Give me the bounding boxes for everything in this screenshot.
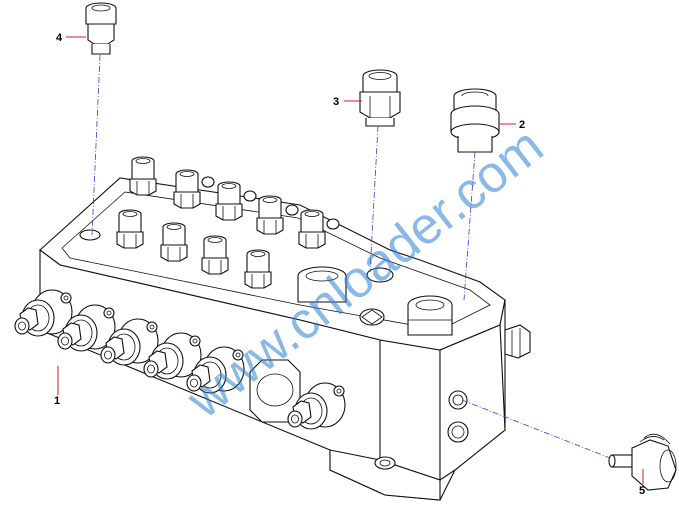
part-3-fitting <box>359 69 401 127</box>
callout-3: 3 <box>333 96 362 108</box>
callout-1: 1 <box>54 366 60 407</box>
callout-label-5: 5 <box>639 485 645 497</box>
top-fittings <box>116 156 453 336</box>
callout-label-1: 1 <box>54 395 60 407</box>
axis-line-2 <box>463 151 476 301</box>
callout-2: 2 <box>500 119 525 131</box>
valve-block <box>39 177 531 501</box>
callout-label-3: 3 <box>333 96 339 108</box>
part-4-fitting <box>85 2 117 55</box>
callout-label-2: 2 <box>519 119 525 131</box>
callout-label-4: 4 <box>56 32 63 44</box>
callout-5: 5 <box>639 469 645 497</box>
axis-line-5 <box>461 399 611 459</box>
part-2-fitting <box>450 88 500 153</box>
callout-4: 4 <box>56 32 86 44</box>
axis-line-4 <box>91 54 101 236</box>
axis-line-3 <box>369 125 379 273</box>
